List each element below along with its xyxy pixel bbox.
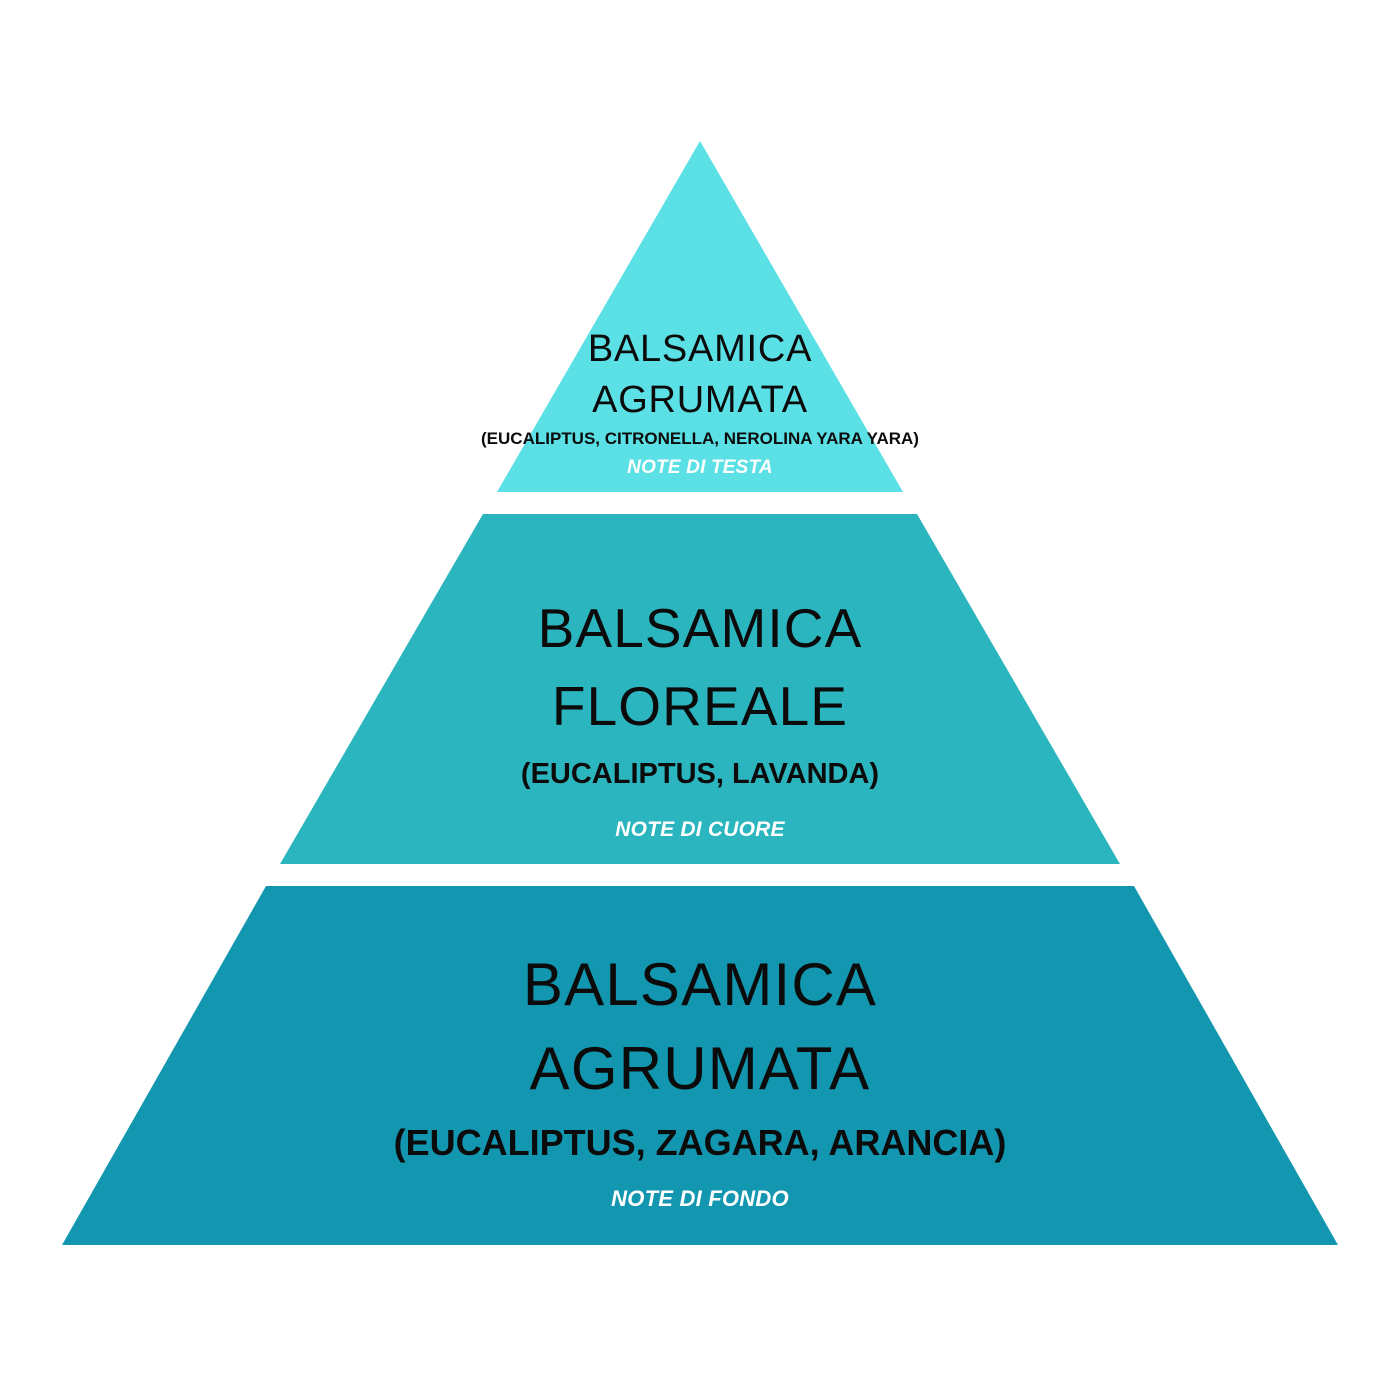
tier-top-title-line2-text: AGRUMATA bbox=[592, 379, 808, 421]
tier-middle-title-line2-text: FLOREALE bbox=[551, 675, 849, 737]
tier-top-title-line2: AGRUMATA bbox=[0, 381, 1400, 419]
tier-bottom-title-line1: BALSAMICA bbox=[0, 955, 1400, 1015]
tier-top-note-label: NOTE DI TESTA bbox=[0, 458, 1400, 477]
tier-middle-title-line2: FLOREALE bbox=[0, 679, 1400, 734]
tier-top-note-label-text: NOTE DI TESTA bbox=[627, 457, 773, 478]
tier-top-title-line1-text: BALSAMICA bbox=[587, 328, 813, 370]
tier-top-title-line1: BALSAMICA bbox=[0, 330, 1400, 368]
tier-bottom-note-label: NOTE DI FONDO bbox=[0, 1188, 1400, 1210]
tier-top-ingredients: (EUCALIPTUS, CITRONELLA, NEROLINA YARA Y… bbox=[0, 430, 1400, 447]
tier-bottom-title-line2-text: AGRUMATA bbox=[529, 1035, 871, 1102]
tier-bottom-ingredients: (EUCALIPTUS, ZAGARA, ARANCIA) bbox=[0, 1125, 1400, 1161]
tier-middle-ingredients-text: (EUCALIPTUS, LAVANDA) bbox=[520, 758, 880, 790]
tier-middle-ingredients: (EUCALIPTUS, LAVANDA) bbox=[0, 760, 1400, 789]
tier-bottom-note-label-text: NOTE DI FONDO bbox=[611, 1186, 789, 1211]
tier-bottom-ingredients-text: (EUCALIPTUS, ZAGARA, ARANCIA) bbox=[393, 1122, 1007, 1163]
tier-middle-title-line1: BALSAMICA bbox=[0, 601, 1400, 656]
tier-middle-note-label: NOTE DI CUORE bbox=[0, 819, 1400, 840]
tier-middle-title-line1-text: BALSAMICA bbox=[537, 597, 863, 659]
tier-bottom-title-line2: AGRUMATA bbox=[0, 1039, 1400, 1099]
tier-bottom-title-line1-text: BALSAMICA bbox=[522, 951, 878, 1018]
tier-middle-note-label-text: NOTE DI CUORE bbox=[615, 818, 785, 841]
tier-top-ingredients-text: (EUCALIPTUS, CITRONELLA, NEROLINA YARA Y… bbox=[481, 429, 919, 448]
